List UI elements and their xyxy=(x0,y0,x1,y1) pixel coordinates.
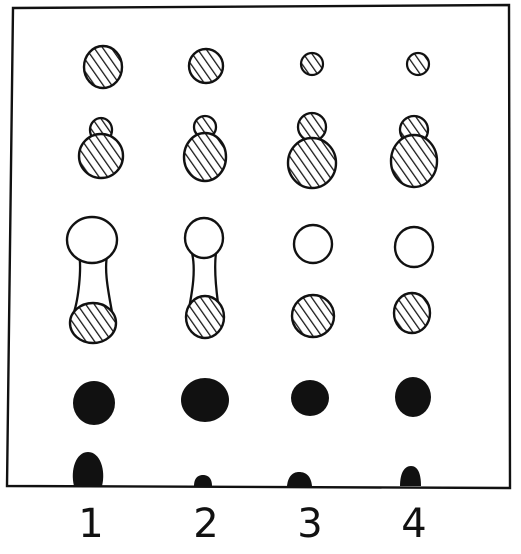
spot-lane2-origin xyxy=(194,475,212,486)
spot-lane4-row4 xyxy=(395,377,431,417)
spot-lane4-row3 xyxy=(394,227,433,333)
spot-lane1-row3 xyxy=(67,217,117,343)
spot-lane3-row3 xyxy=(292,225,334,337)
lane-label-1: 1 xyxy=(71,502,111,546)
spot-lane3-row1 xyxy=(301,53,323,75)
spot-lane1-row1 xyxy=(84,46,122,88)
lane-label-3: 3 xyxy=(290,502,330,546)
spot-lane4-row1 xyxy=(407,53,429,75)
spot-lane3-row2 xyxy=(288,113,336,188)
spot-lane1-row2 xyxy=(79,118,123,178)
spot-lane4-row2 xyxy=(391,116,437,187)
spot-lane4-origin xyxy=(400,466,421,486)
spot-lane2-row3 xyxy=(185,218,224,338)
spot-lane2-row1 xyxy=(189,49,223,83)
spot-lane3-origin xyxy=(287,472,312,486)
spot-lane2-row2 xyxy=(184,116,226,181)
spot-lane3-row4 xyxy=(291,380,329,416)
spot-lane1-origin xyxy=(73,452,103,486)
lane-label-2: 2 xyxy=(186,502,226,546)
spot-lane1-row4 xyxy=(73,381,115,425)
lane-label-4: 4 xyxy=(394,502,434,546)
spot-lane2-row4 xyxy=(181,378,229,422)
